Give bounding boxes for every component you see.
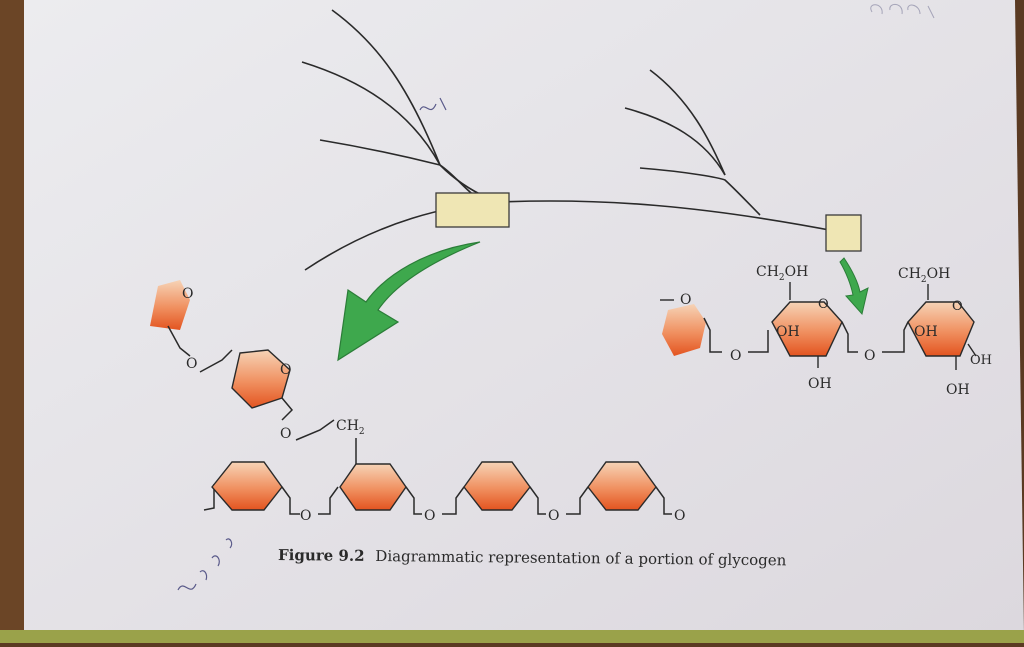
oh-label: OH (946, 382, 970, 398)
link-oxygen: O (424, 508, 435, 524)
oh-label: OH (808, 376, 832, 392)
oh-label: OH (914, 324, 938, 340)
handwritten-note-corner (870, 4, 935, 19)
ring-oxygen: O (182, 286, 193, 302)
glucose-ring-b (907, 301, 975, 357)
ring-oxygen: O (952, 299, 963, 314)
handwritten-note-bottom (177, 538, 233, 591)
oh-label: OH (776, 324, 800, 340)
fragment-left-top: O O O O CH2 (150, 280, 365, 470)
link-oxygen: O (280, 426, 291, 442)
link-oxygen: O (730, 348, 741, 364)
link-oxygen: O (186, 356, 197, 372)
branch-point-box (435, 192, 510, 228)
page-edge (0, 0, 24, 643)
link-oxygen: O (674, 508, 685, 524)
right-chain: O O CH2OH O OH OH O CH2OH O OH OH OH (660, 264, 992, 398)
figure-caption-text: Diagrammatic representation of a portion… (375, 547, 787, 569)
partial-ring-2 (662, 304, 706, 356)
ch2oh-label-left: CH2OH (756, 264, 808, 283)
ring-oxygen: O (680, 292, 691, 308)
ring-oxygen: O (280, 362, 291, 378)
oh-label: OH (970, 353, 992, 368)
right-branches (624, 69, 761, 216)
main-chain: O O O O (203, 461, 685, 524)
link-oxygen: O (864, 348, 875, 364)
handwritten-note-top (419, 97, 447, 111)
expand-arrow-left (337, 241, 481, 362)
figure-label: Figure 9.2 (278, 546, 365, 565)
figure-caption: Figure 9.2 Diagrammatic representation o… (278, 546, 787, 569)
ring-oxygen: O (818, 297, 829, 312)
ch2oh-label-right: CH2OH (898, 266, 950, 285)
ch2-label: CH2 (336, 418, 365, 437)
expand-arrow-right (839, 257, 869, 316)
table-edge (0, 630, 1024, 643)
chain-end-box (825, 214, 862, 252)
link-oxygen: O (300, 508, 311, 524)
partial-ring-1 (150, 280, 190, 330)
link-oxygen: O (548, 508, 559, 524)
